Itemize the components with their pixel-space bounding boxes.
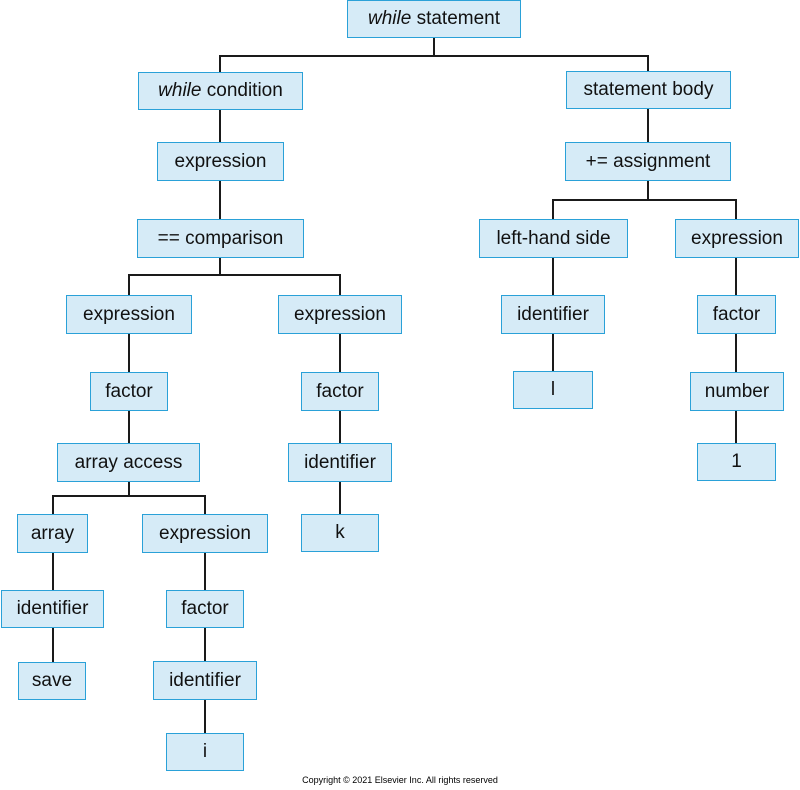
node-right-factor: factor — [301, 372, 379, 411]
node-statement-body: statement body — [566, 71, 731, 109]
node-array: array — [17, 514, 88, 553]
edge-comparison-children — [128, 274, 341, 295]
edge-access-children — [52, 495, 206, 514]
while-keyword: while — [367, 8, 412, 29]
node-index-identifier: identifier — [153, 661, 257, 700]
node-index-expression: expression — [142, 514, 268, 553]
node-rhs-factor: factor — [697, 295, 776, 334]
node-right-expression: expression — [278, 295, 402, 334]
node-assignment: += assignment — [565, 142, 731, 181]
node-while-statement: while statement — [347, 0, 521, 38]
node-left-factor: factor — [90, 372, 168, 411]
node-k: k — [301, 514, 379, 552]
node-i: i — [166, 733, 244, 771]
node-rhs-expression: expression — [675, 219, 799, 258]
while-keyword: while — [158, 80, 202, 101]
node-rhs-value: 1 — [697, 443, 776, 481]
node-lhs-variable: l — [513, 371, 593, 409]
edge-root-children — [219, 55, 649, 72]
node-while-condition: while condition — [138, 72, 303, 110]
node-array-access: array access — [57, 443, 200, 482]
node-index-factor: factor — [166, 590, 244, 628]
condition-label: condition — [201, 80, 283, 101]
node-right-identifier: identifier — [288, 443, 392, 482]
copyright-notice: Copyright © 2021 Elsevier Inc. All right… — [302, 775, 498, 785]
node-save: save — [18, 662, 86, 700]
node-array-identifier: identifier — [1, 590, 104, 628]
edge-assignment-children — [552, 199, 737, 219]
node-comparison: == comparison — [137, 219, 304, 258]
root-label: statement — [411, 8, 501, 29]
node-condition-expression: expression — [157, 142, 284, 181]
node-rhs-number: number — [690, 372, 784, 411]
node-left-hand-side: left-hand side — [479, 219, 628, 258]
node-lhs-identifier: identifier — [501, 295, 605, 334]
node-left-expression: expression — [66, 295, 192, 334]
